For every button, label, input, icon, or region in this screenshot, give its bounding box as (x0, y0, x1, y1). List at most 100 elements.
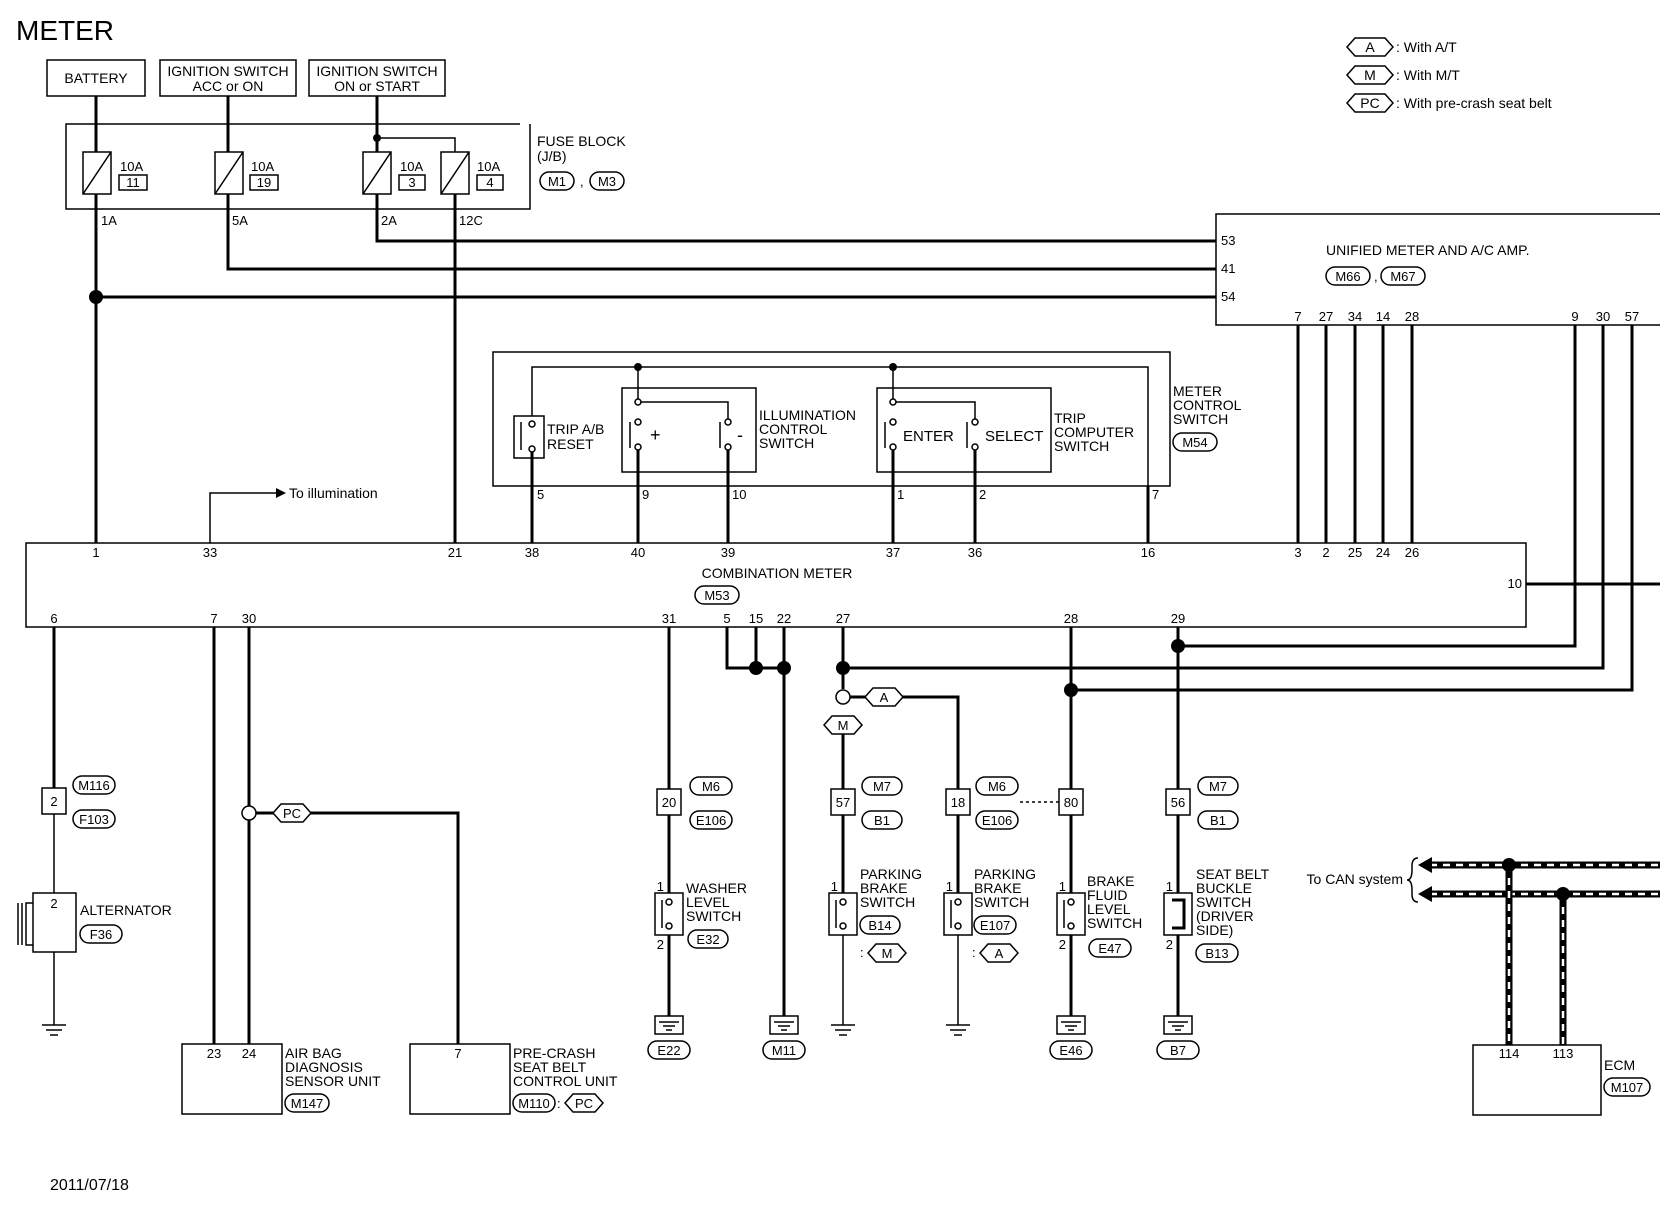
brake-fluid-branch: 80 1 2 BRAKE FLUID LEVEL SWITCH E47 E46 (1049, 627, 1142, 1060)
cm-pin-31: 31 (662, 611, 676, 626)
ground-e22: E22 (657, 1043, 680, 1058)
sb-label-1: SEAT BELT (1196, 866, 1270, 882)
fuse-conn-m3: M3 (598, 174, 616, 189)
unified-meter-label: UNIFIED METER AND A/C AMP. (1326, 242, 1530, 258)
cm-pin-21: 21 (448, 545, 462, 560)
pbm-pin: 1 (831, 879, 838, 894)
cm-pin-16: 16 (1141, 545, 1155, 560)
cond-a-1: A (880, 690, 889, 705)
alt-conn: F36 (90, 927, 112, 942)
fuse-block: 10A 11 10A 19 10A 3 10A 4 1A 5A 2A 12C F… (65, 96, 626, 228)
pbm-conn-m7: M7 (873, 779, 891, 794)
sb-label-4: (DRIVER (1196, 908, 1254, 924)
msw-conn: M54 (1182, 435, 1207, 450)
pba-pin: 1 (946, 879, 953, 894)
airbag-pin-23: 23 (207, 1046, 221, 1061)
pba-conn-e106: E106 (982, 813, 1012, 828)
ua-pin-53: 53 (1221, 233, 1235, 248)
ua-conn-m66: M66 (1335, 269, 1360, 284)
date-stamp: 2011/07/18 (50, 1177, 129, 1194)
precrash-label-3: CONTROL UNIT (513, 1073, 618, 1089)
trip-comp-label-3: SWITCH (1054, 438, 1109, 454)
sb-label-5: SIDE) (1196, 922, 1233, 938)
legend-code-m: M (1364, 67, 1376, 83)
cm-pin-5: 5 (723, 611, 730, 626)
ground-e46: E46 (1059, 1043, 1082, 1058)
bf-inline-pin: 80 (1064, 795, 1078, 810)
msw-label-1: METER (1173, 383, 1222, 399)
cm-pin-2: 2 (1322, 545, 1329, 560)
precrash-conn: M110 (518, 1096, 550, 1111)
ua-conn-m67: M67 (1390, 269, 1415, 284)
ign-on-label-1: IGNITION SWITCH (316, 63, 437, 79)
fuse-4-num: 4 (486, 175, 493, 190)
combination-meter: 1 33 21 38 40 39 37 36 16 3 2 25 24 26 C… (25, 542, 1660, 628)
msw-pin-5: 5 (537, 487, 544, 502)
ground-m11: M11 (772, 1043, 796, 1058)
fuse-4-amp: 10A (477, 159, 500, 174)
fuse-pin-12c: 12C (459, 213, 483, 228)
seat-belt-branch: 56 M7 B1 1 2 SEAT BELT BUCKLE SWITCH (DR… (1156, 627, 1270, 1060)
illum-label-2: CONTROL (759, 421, 828, 437)
ground-m11-branch: M11 (725, 627, 806, 1060)
can-ecm: To CAN system 114 113 ECM M107 (1307, 857, 1660, 1116)
pba-conn-m6: M6 (988, 779, 1006, 794)
ecm-conn: M107 (1611, 1080, 1644, 1095)
legend-code-pc: PC (1360, 95, 1379, 111)
ua-pin-7: 7 (1294, 309, 1301, 324)
cm-pin-22: 22 (777, 611, 791, 626)
feed-wires (89, 194, 1216, 543)
cm-pin-40: 40 (631, 545, 645, 560)
cm-conn: M53 (704, 588, 729, 603)
cm-pin-25: 25 (1348, 545, 1362, 560)
cm-pin-3: 3 (1294, 545, 1301, 560)
power-sources: BATTERY IGNITION SWITCH ACC or ON IGNITI… (46, 59, 446, 97)
washer-conn-m6: M6 (702, 779, 720, 794)
bf-conn: E47 (1098, 941, 1121, 956)
unified-meter-amp: 53 41 54 UNIFIED METER AND A/C AMP. M66 … (843, 213, 1660, 692)
trip-comp-label-2: COMPUTER (1054, 424, 1134, 440)
fuse-11-num: 11 (126, 175, 140, 190)
precrash-cond: PC (575, 1096, 593, 1111)
msw-label-2: CONTROL (1173, 397, 1242, 413)
ua-pin-30: 30 (1596, 309, 1610, 324)
ua-pin-9: 9 (1571, 309, 1578, 324)
msw-pin-9: 9 (642, 487, 649, 502)
airbag-pin-24: 24 (242, 1046, 256, 1061)
sb-inline-pin: 56 (1171, 795, 1185, 810)
cm-pin-39: 39 (721, 545, 735, 560)
page-title: METER (16, 15, 114, 46)
legend-code-a: A (1365, 39, 1375, 55)
pba-label-1: PARKING (974, 866, 1036, 882)
pba-cond: A (995, 946, 1004, 961)
legend-text-pc: : With pre-crash seat belt (1396, 95, 1552, 111)
sb-pin-2: 2 (1166, 937, 1173, 952)
bf-label-1: BRAKE (1087, 873, 1134, 889)
cm-pin-33: 33 (203, 545, 217, 560)
alt-pin: 2 (50, 896, 57, 911)
sb-pin-1: 1 (1166, 879, 1173, 894)
bf-label-2: FLUID (1087, 887, 1127, 903)
cm-pin-1: 1 (92, 545, 99, 560)
sb-conn: B13 (1205, 946, 1228, 961)
washer-pin-2: 2 (657, 937, 664, 952)
sb-label-2: BUCKLE (1196, 880, 1252, 896)
fuse-pin-1a: 1A (101, 213, 117, 228)
msw-pin-2: 2 (979, 487, 986, 502)
sb-conn-b1: B1 (1210, 813, 1226, 828)
precrash-label-1: PRE-CRASH (513, 1045, 595, 1061)
fuse-pin-2a: 2A (381, 213, 397, 228)
ua-pin-34: 34 (1348, 309, 1362, 324)
ign-acc-label-1: IGNITION SWITCH (167, 63, 288, 79)
pbm-label-1: PARKING (860, 866, 922, 882)
cond-m-1: M (838, 718, 849, 733)
airbag-label-1: AIR BAG (285, 1045, 342, 1061)
cm-pin-24: 24 (1376, 545, 1390, 560)
select-label: SELECT (985, 428, 1043, 445)
airbag-label-2: DIAGNOSIS (285, 1059, 363, 1075)
ua-pin-41: 41 (1221, 261, 1235, 276)
legend: A : With A/T M : With M/T PC : With pre-… (1345, 37, 1552, 113)
legend-text-m: : With M/T (1396, 67, 1460, 83)
ua-pin-28: 28 (1405, 309, 1419, 324)
cm-pin-28: 28 (1064, 611, 1078, 626)
